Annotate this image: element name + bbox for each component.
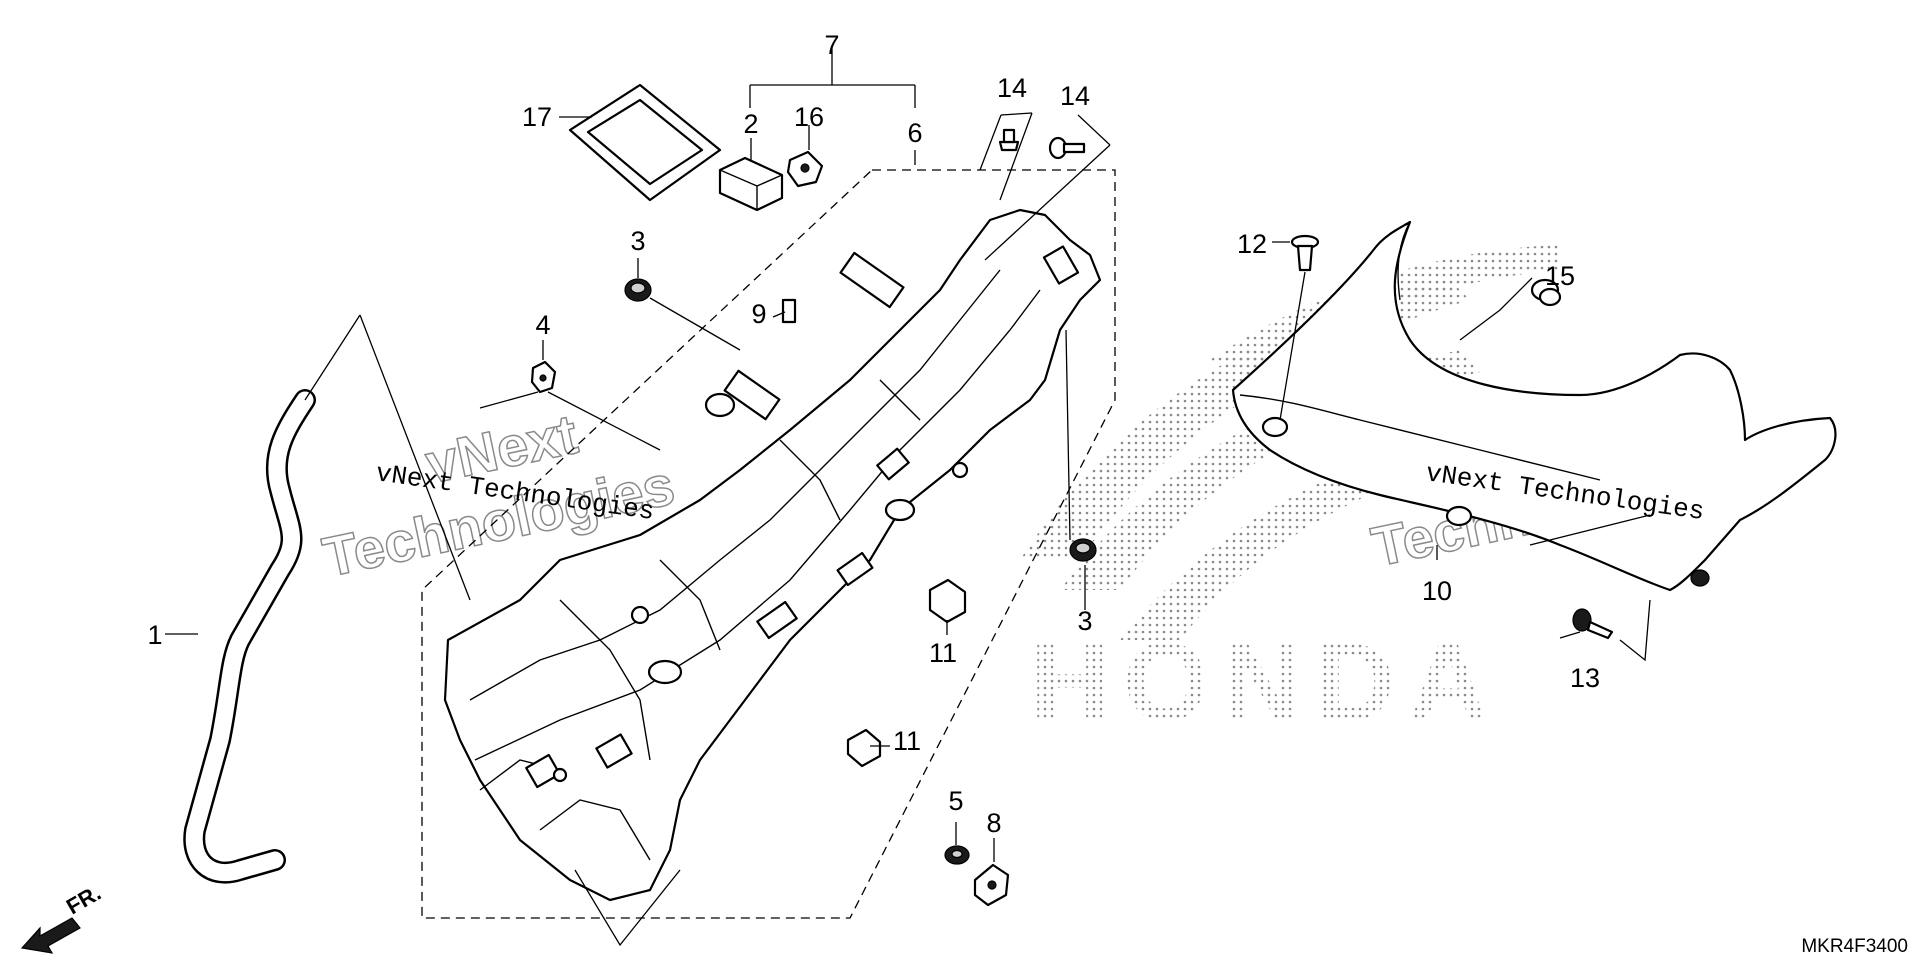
callout-9: 9 bbox=[751, 299, 766, 329]
callout-8: 8 bbox=[986, 808, 1001, 838]
part-17-gasket bbox=[568, 83, 722, 202]
front-direction-arrow: FR. bbox=[20, 880, 105, 954]
part-13-bolt bbox=[1572, 608, 1614, 640]
part-6-rear-fender-inner bbox=[443, 208, 1102, 902]
assembly-outline-6 bbox=[421, 169, 1116, 919]
part-14-screw-right bbox=[1048, 136, 1086, 160]
callout-11-upper: 11 bbox=[929, 638, 957, 668]
callout-3-upper: 3 bbox=[630, 226, 645, 256]
part-5-washer bbox=[944, 845, 970, 865]
callout-13: 13 bbox=[1570, 663, 1600, 693]
diagram-code: MKR4F3400 bbox=[1801, 936, 1908, 957]
callout-4: 4 bbox=[535, 310, 550, 340]
part-15-grommet bbox=[1530, 278, 1562, 307]
honda-logo-text: HONDA bbox=[1030, 621, 1500, 744]
callout-10: 10 bbox=[1422, 576, 1452, 606]
callout-3-lower: 3 bbox=[1077, 606, 1092, 636]
part-2-cushion bbox=[718, 156, 784, 212]
part-16-clip-nut bbox=[786, 150, 824, 188]
part-10-rear-fender-cover bbox=[1231, 220, 1837, 592]
part-3-grommet-lower bbox=[1069, 538, 1097, 562]
callout-2: 2 bbox=[743, 109, 758, 139]
part-8-clip-nut bbox=[973, 863, 1010, 907]
part-4-clip bbox=[530, 360, 557, 394]
callout-14-left: 14 bbox=[997, 73, 1027, 103]
callout-12: 12 bbox=[1237, 229, 1267, 259]
part-11-cushion-upper bbox=[928, 578, 967, 624]
callout-5: 5 bbox=[948, 786, 963, 816]
callout-15: 15 bbox=[1545, 261, 1575, 291]
callout-17: 17 bbox=[522, 102, 552, 132]
part-1-drain-tube bbox=[183, 389, 316, 884]
front-direction-label: FR. bbox=[62, 880, 105, 919]
callout-6: 6 bbox=[907, 118, 922, 148]
part-9-pin bbox=[781, 298, 797, 324]
part-11-cushion-lower bbox=[846, 728, 882, 768]
leader-lines bbox=[165, 48, 1651, 947]
callout-7: 7 bbox=[824, 30, 839, 60]
callout-16: 16 bbox=[794, 102, 824, 132]
part-14-screw-left bbox=[998, 128, 1020, 152]
callout-11-lower: 11 bbox=[893, 726, 921, 756]
part-12-bolt bbox=[1290, 234, 1320, 272]
callout-1: 1 bbox=[147, 620, 162, 650]
callout-14-right: 14 bbox=[1060, 81, 1090, 111]
part-3-grommet-upper bbox=[624, 278, 652, 302]
